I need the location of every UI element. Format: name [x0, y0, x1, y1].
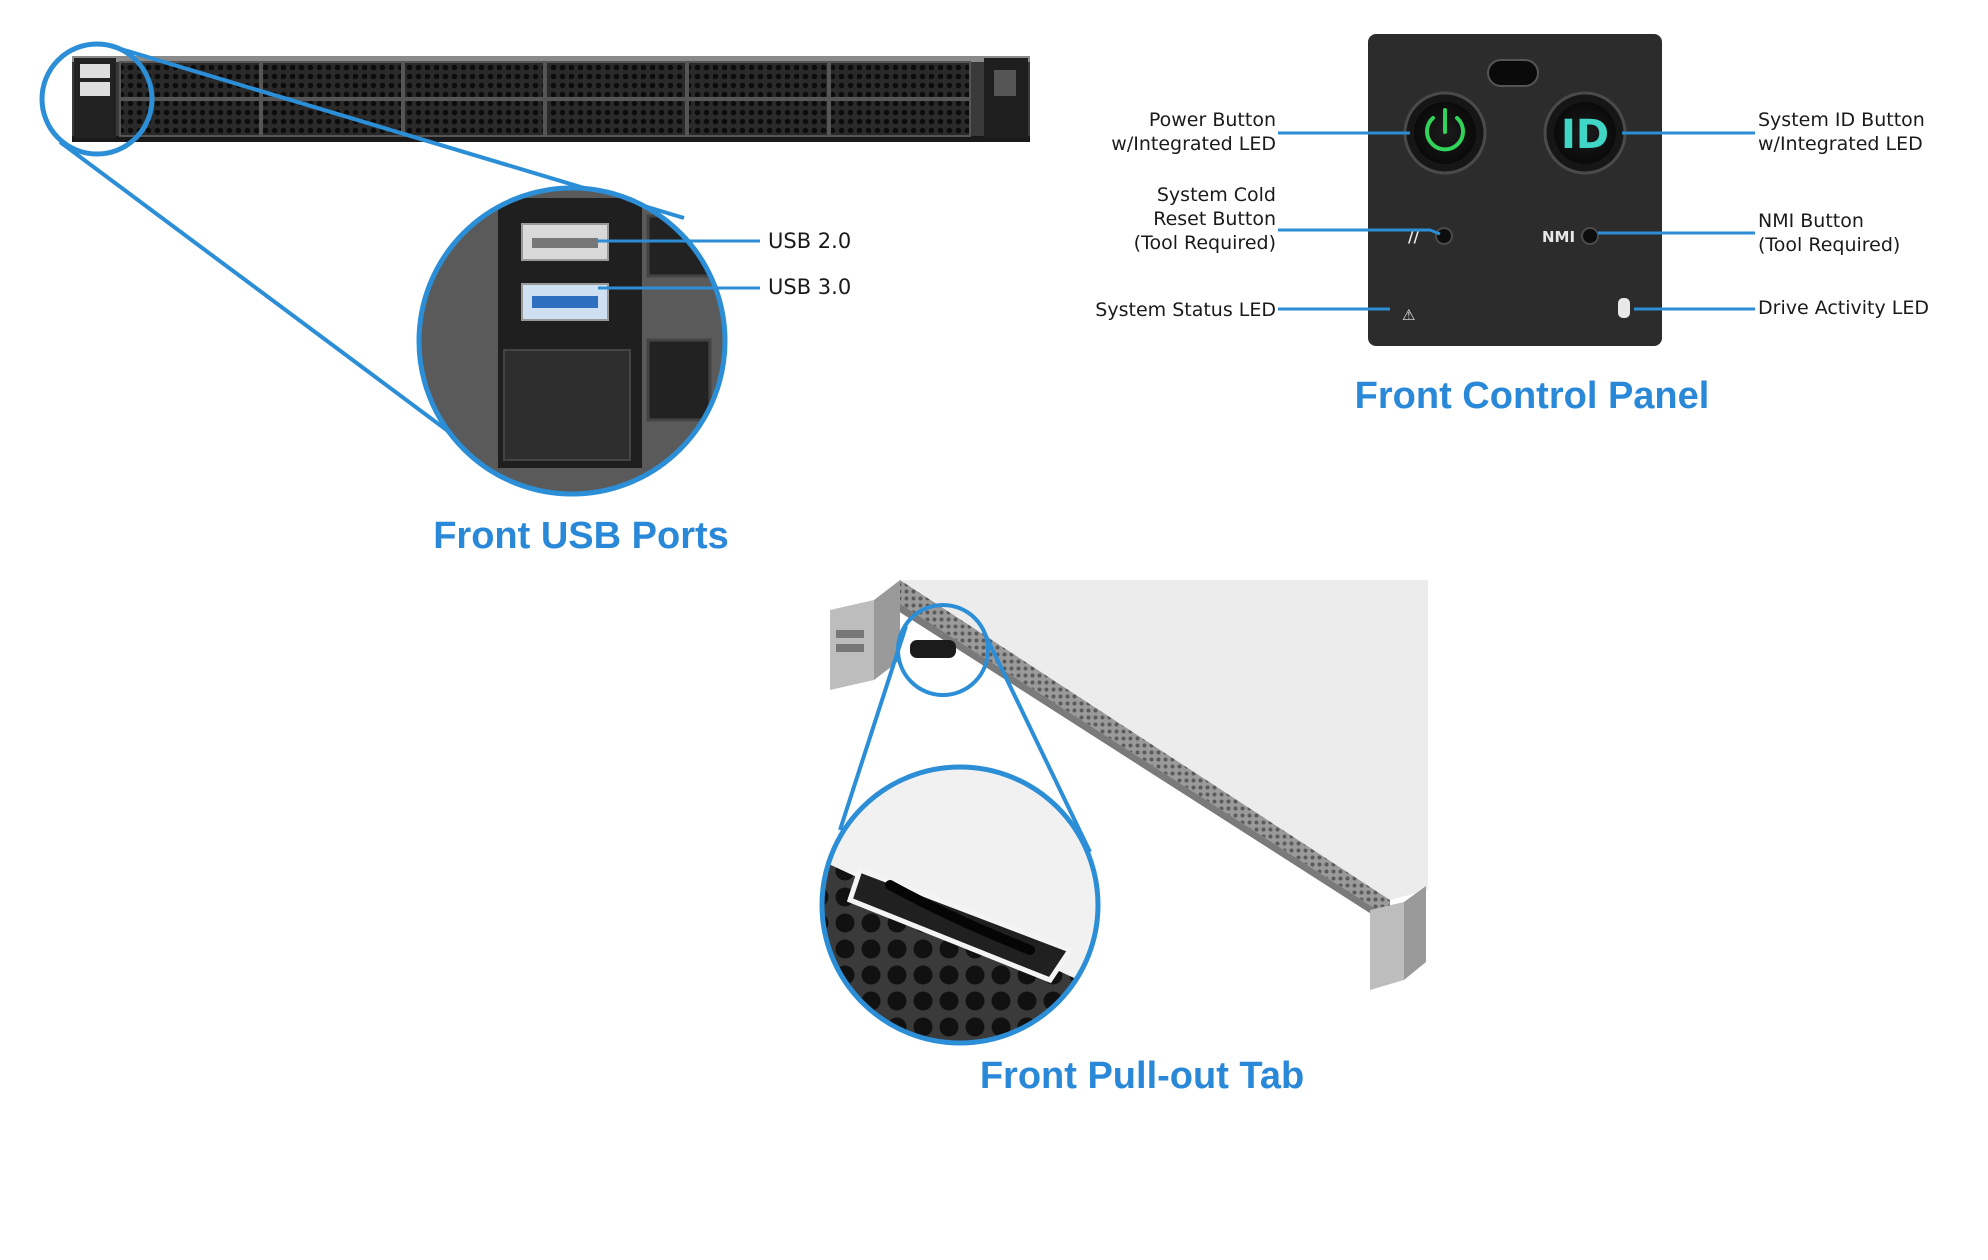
reset-label-line2: Reset Button [1153, 208, 1276, 230]
power-icon [1425, 116, 1465, 152]
usb-source-circle [39, 41, 155, 157]
control-panel-leaders [1278, 131, 1755, 311]
drive-activity-label: Drive Activity LED [1758, 297, 1929, 319]
pullout-right-ear [1370, 902, 1404, 990]
control-panel-title: Front Control Panel [1355, 375, 1710, 417]
front-control-panel: ID // NMI ⚠ [1368, 34, 1662, 346]
status-led-icon: ⚠ [1402, 306, 1415, 324]
panel-slot [1487, 59, 1539, 87]
power-label-line2: w/Integrated LED [1111, 133, 1276, 155]
id-label-line1: System ID Button [1758, 109, 1925, 131]
control-panel-left-labels: Power Button w/Integrated LED System Col… [1095, 109, 1276, 321]
id-label-line2: w/Integrated LED [1758, 133, 1923, 155]
id-icon: ID [1561, 112, 1609, 158]
nmi-label-line2: (Tool Required) [1758, 234, 1900, 256]
server-front-bezel [888, 580, 1390, 918]
drive-bays [119, 61, 971, 137]
control-panel-right-labels: System ID Button w/Integrated LED NMI Bu… [1758, 109, 1929, 319]
nmi-label-line1: NMI Button [1758, 210, 1864, 232]
reset-label-line1: System Cold [1157, 184, 1276, 206]
pullout-zoom-callout [819, 603, 1101, 1046]
server-top-cover [900, 580, 1428, 900]
reset-label-line3: (Tool Required) [1134, 232, 1276, 254]
server-isometric-view [830, 580, 1428, 990]
drive-activity-icon [1618, 298, 1630, 318]
cold-reset-button [1435, 227, 1453, 245]
pullout-title: Front Pull-out Tab [980, 1055, 1304, 1097]
usb-zoom-callout: USB 2.0 USB 3.0 [39, 41, 851, 497]
server-front-view [72, 56, 1030, 142]
nmi-icon: NMI [1542, 228, 1575, 246]
usb-label-3: USB 3.0 [768, 275, 851, 299]
usb-label-2: USB 2.0 [768, 229, 851, 253]
nmi-button [1581, 227, 1599, 245]
usb-title: Front USB Ports [433, 515, 729, 557]
reset-icon: // [1408, 228, 1419, 246]
power-label-line1: Power Button [1149, 109, 1276, 131]
status-label: System Status LED [1095, 299, 1276, 321]
